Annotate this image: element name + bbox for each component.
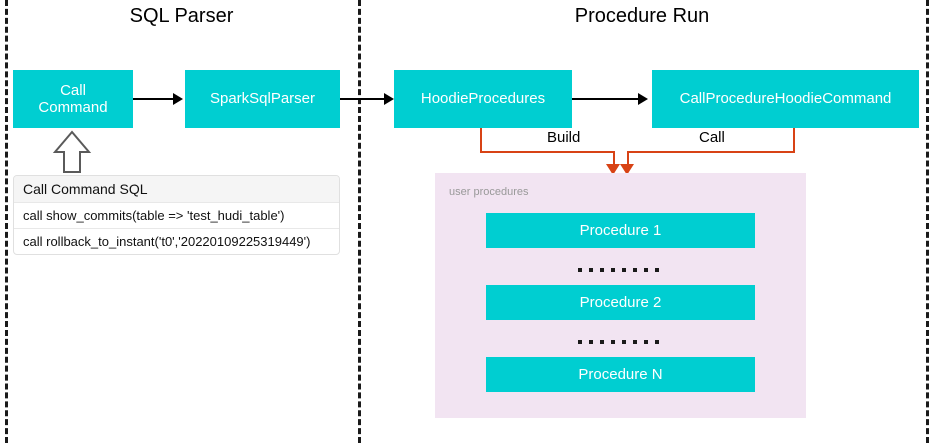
arrow-hoodie-to-command-head	[638, 93, 648, 105]
call-connector-arrowhead	[620, 164, 634, 175]
arrow-call-to-parser-line	[133, 98, 175, 100]
procedure-item-1[interactable]: Procedure 1	[486, 213, 755, 248]
arrow-parser-to-hoodie-line	[340, 98, 386, 100]
divider-middle	[358, 0, 361, 443]
node-call-command[interactable]: Call Command	[13, 70, 133, 128]
call-connector-v-down	[627, 151, 629, 167]
up-arrow-sql-to-call-command	[52, 130, 92, 179]
node-spark-sql-parser[interactable]: SparkSqlParser	[185, 70, 340, 128]
build-connector-v-left	[480, 128, 482, 152]
node-call-command-line1: Call	[60, 81, 86, 99]
arrow-parser-to-hoodie-head	[384, 93, 394, 105]
arrow-call-to-parser-head	[173, 93, 183, 105]
node-call-command-line2: Command	[38, 99, 108, 116]
ellipsis-1	[578, 268, 659, 272]
user-procedures-label: user procedures	[449, 186, 529, 198]
build-connector-v-down	[613, 151, 615, 167]
sql-table-header: Call Command SQL	[14, 176, 339, 203]
sql-table-row-1: call show_commits(table => 'test_hudi_ta…	[14, 203, 339, 229]
procedure-item-n[interactable]: Procedure N	[486, 357, 755, 392]
divider-left	[5, 0, 8, 443]
section-title-procedure-run: Procedure Run	[574, 5, 710, 27]
section-title-sql-parser: SQL Parser	[129, 5, 234, 27]
call-connector-h	[627, 151, 795, 153]
node-hoodie-procedures[interactable]: HoodieProcedures	[394, 70, 572, 128]
edge-label-call: Call	[695, 129, 729, 146]
arrow-hoodie-to-command-line	[572, 98, 640, 100]
procedure-item-2[interactable]: Procedure 2	[486, 285, 755, 320]
node-call-procedure-hoodie-command[interactable]: CallProcedureHoodieCommand	[652, 70, 919, 128]
edge-label-build: Build	[543, 129, 585, 146]
build-connector-arrowhead	[606, 164, 620, 175]
call-connector-v-right	[793, 128, 795, 152]
sql-table: Call Command SQL call show_commits(table…	[13, 175, 340, 255]
ellipsis-2	[578, 340, 659, 344]
divider-right	[926, 0, 929, 443]
build-connector-h	[480, 151, 614, 153]
sql-table-row-2: call rollback_to_instant('t0','202201092…	[23, 234, 311, 249]
